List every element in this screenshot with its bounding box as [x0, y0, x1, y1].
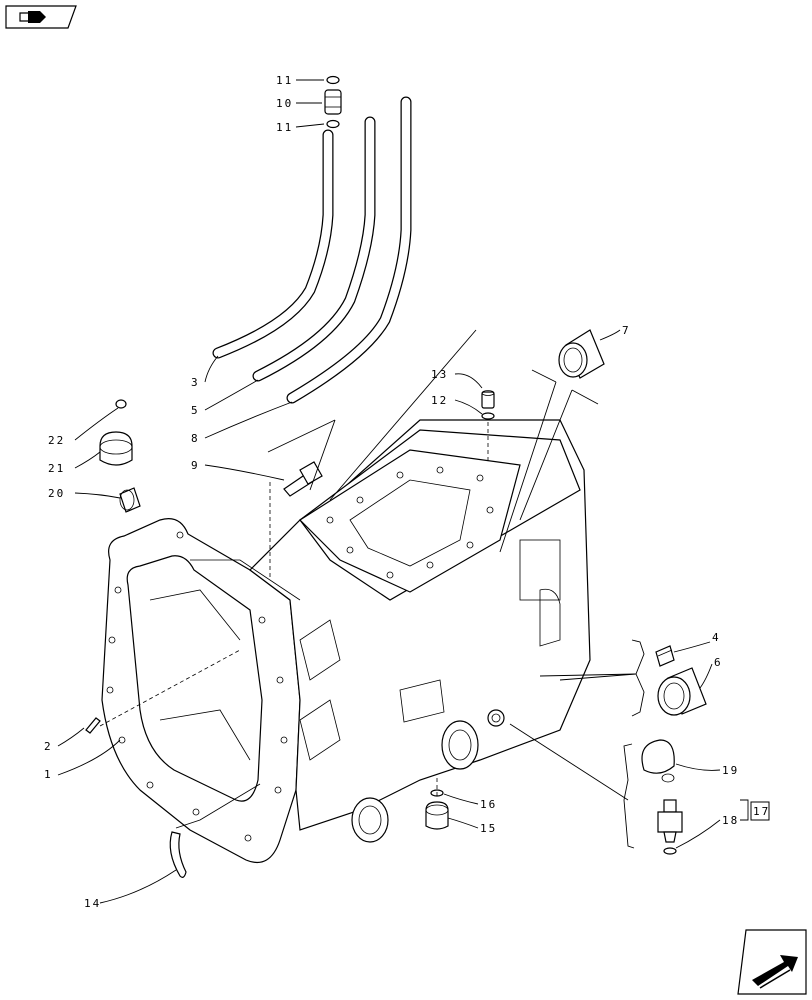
dowel-pin-2 — [85, 717, 101, 734]
reference-box-17[interactable]: 17 — [750, 801, 770, 821]
back-arrow-icon — [19, 11, 46, 23]
callout-11[interactable]: 11 — [276, 74, 293, 87]
callout-20[interactable]: 20 — [48, 487, 65, 500]
callout-8[interactable]: 8 — [191, 432, 200, 445]
forward-arrow-icon — [752, 955, 798, 989]
callout-7[interactable]: 7 — [622, 324, 631, 337]
transmission-housing-1 — [101, 419, 591, 864]
callout-6[interactable]: 6 — [714, 656, 723, 669]
fitting-10 — [324, 89, 342, 115]
callout-9[interactable]: 9 — [191, 459, 200, 472]
leader-lines — [57, 79, 749, 904]
callout-4[interactable]: 4 — [712, 631, 721, 644]
reference-box-label: 17 — [753, 805, 770, 818]
tube-8 — [286, 96, 412, 404]
tube-5 — [252, 116, 376, 382]
pin-13 — [481, 390, 495, 409]
o-ring-22 — [115, 399, 127, 409]
callout-16[interactable]: 16 — [480, 798, 497, 811]
nav-forward-button[interactable] — [737, 929, 807, 995]
plug-4 — [655, 645, 675, 667]
callout-10[interactable]: 10 — [276, 97, 293, 110]
callout-2[interactable]: 2 — [44, 740, 53, 753]
plug-18 — [657, 799, 683, 855]
sleeve-6 — [657, 667, 707, 716]
plug-15 — [425, 801, 449, 830]
cap-21 — [99, 431, 133, 466]
plug-20 — [119, 487, 141, 513]
bolt-9 — [283, 461, 323, 497]
callout-14[interactable]: 14 — [84, 897, 101, 910]
breather-cap-19 — [641, 739, 675, 783]
nav-back-button[interactable] — [5, 5, 77, 29]
o-ring-11-bottom — [326, 119, 340, 129]
callout-5[interactable]: 5 — [191, 404, 200, 417]
callout-12[interactable]: 12 — [431, 394, 448, 407]
callout-18[interactable]: 18 — [722, 814, 739, 827]
cotter-pin-14 — [169, 831, 187, 878]
o-ring-11-top — [326, 75, 340, 85]
callout-1[interactable]: 1 — [44, 768, 53, 781]
callout-13[interactable]: 13 — [431, 368, 448, 381]
callout-19[interactable]: 19 — [722, 764, 739, 777]
sleeve-7 — [558, 329, 605, 379]
tube-3 — [212, 129, 334, 359]
callout-3[interactable]: 3 — [191, 376, 200, 389]
callout-11[interactable]: 11 — [276, 121, 293, 134]
callout-21[interactable]: 21 — [48, 462, 65, 475]
callout-22[interactable]: 22 — [48, 434, 65, 447]
o-ring-12 — [481, 412, 495, 420]
callout-15[interactable]: 15 — [480, 822, 497, 835]
